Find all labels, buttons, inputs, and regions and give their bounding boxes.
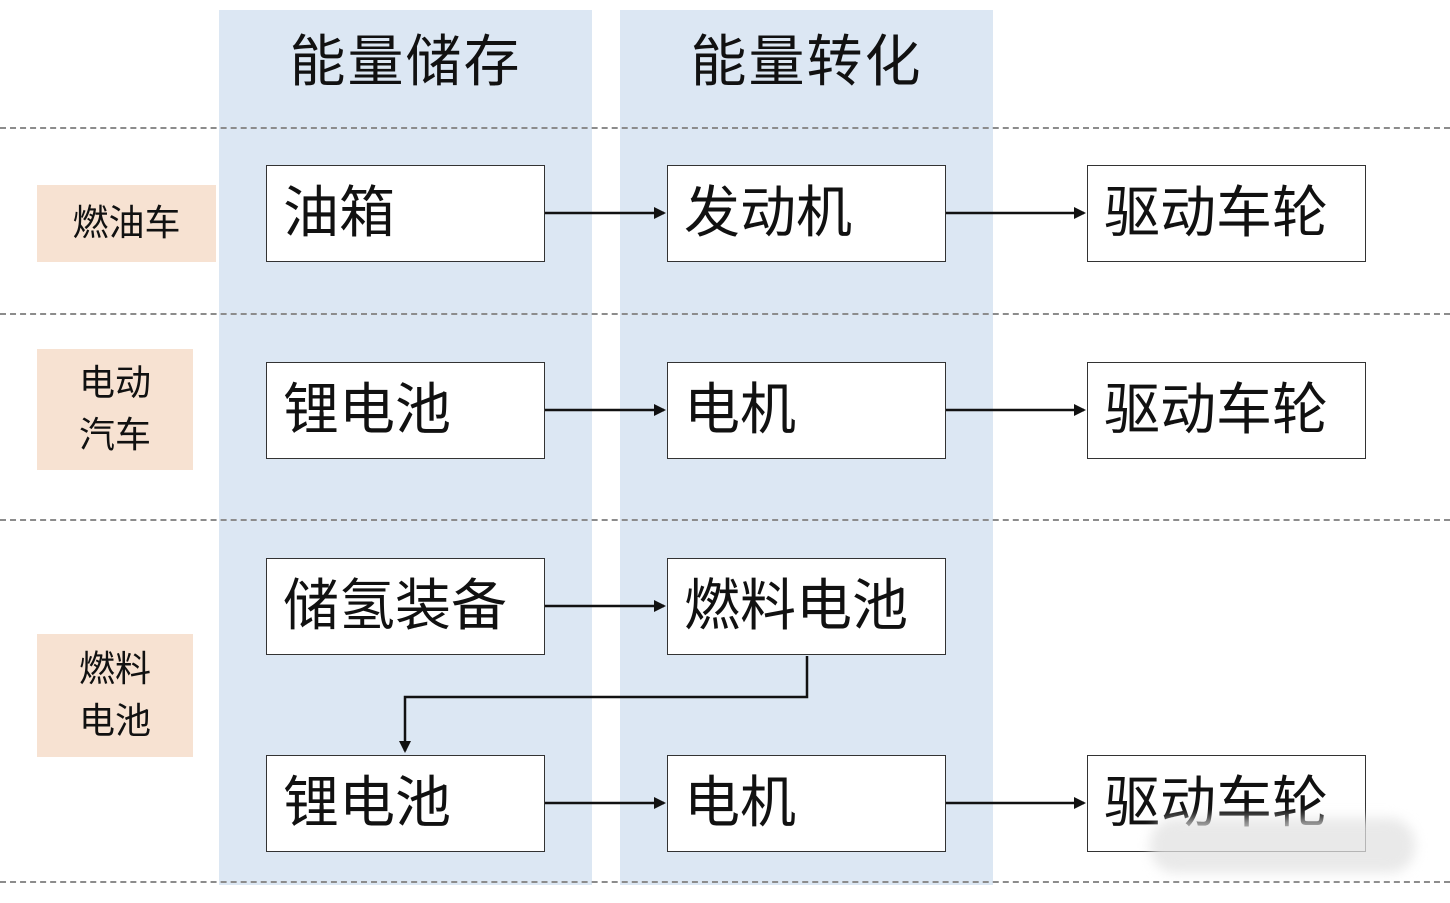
divider-1 (0, 127, 1450, 129)
divider-4 (0, 881, 1450, 883)
row-label-electric-car: 电动 汽车 (37, 349, 193, 470)
node-lithium-battery-2: 锂电池 (266, 755, 545, 852)
node-motor-1: 电机 (667, 362, 946, 459)
divider-3 (0, 519, 1450, 521)
node-drive-wheels-2: 驱动车轮 (1087, 362, 1366, 459)
row-label-fuel-cell-line1: 燃料 (78, 648, 151, 690)
row-label-fuel-car: 燃油车 (37, 185, 216, 262)
watermark-blur (1150, 818, 1415, 873)
arrow-fuel-cell-to-battery (399, 656, 809, 753)
node-drive-wheels-1: 驱动车轮 (1087, 165, 1366, 262)
row-label-fuel-car-text: 燃油车 (72, 202, 181, 244)
row-label-fuel-cell: 燃料 电池 (37, 634, 193, 757)
node-fuel-tank: 油箱 (266, 165, 545, 262)
row-label-electric-car-line2: 汽车 (78, 414, 151, 456)
node-motor-2: 电机 (667, 755, 946, 852)
row-label-fuel-cell-line2: 电池 (78, 700, 151, 742)
node-engine: 发动机 (667, 165, 946, 262)
node-fuel-cell: 燃料电池 (667, 558, 946, 655)
node-hydrogen-storage: 储氢装备 (266, 558, 545, 655)
row-label-electric-car-line1: 电动 (78, 362, 151, 404)
divider-2 (0, 313, 1450, 315)
node-lithium-battery-1: 锂电池 (266, 362, 545, 459)
conversion-column-header: 能量转化 (690, 30, 923, 95)
storage-column-header: 能量储存 (289, 30, 522, 95)
